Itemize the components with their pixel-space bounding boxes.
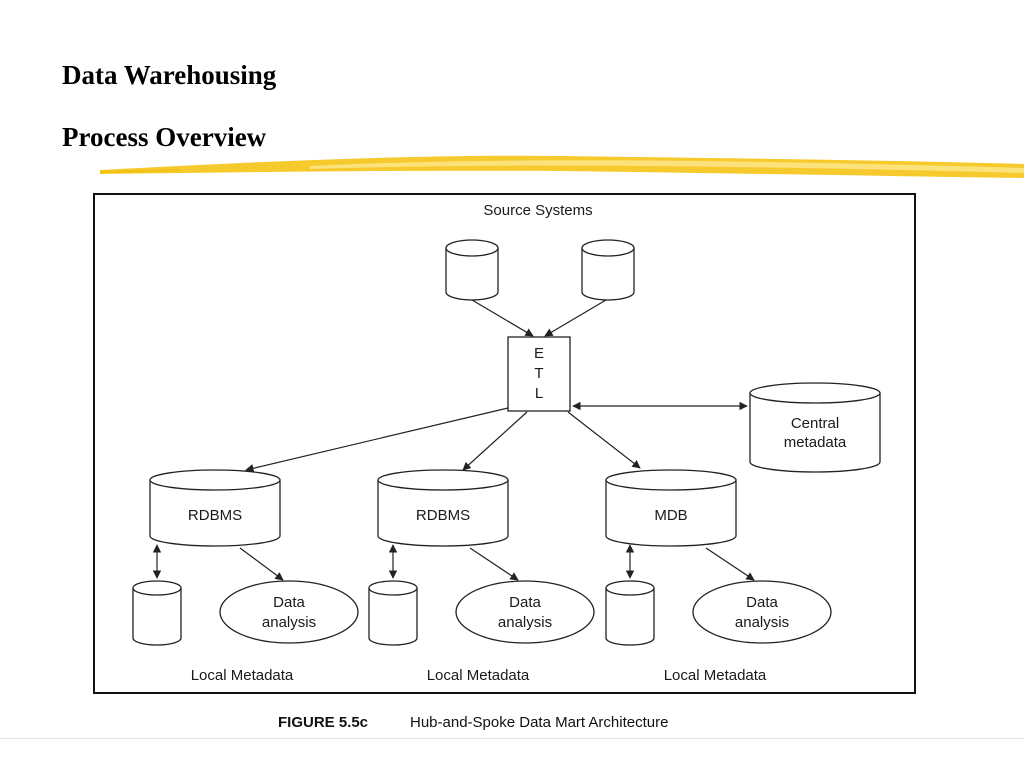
data-analysis-line1: Data [746, 594, 778, 611]
figure-caption: Hub-and-Spoke Data Mart Architecture [410, 714, 668, 731]
arrow-source-to-etl [544, 299, 607, 337]
local-metadata-cylinder [605, 580, 655, 646]
arrow-etl-to-mart [462, 411, 528, 471]
etl-letter-e: E [534, 345, 544, 362]
arrow-etl-to-mart [567, 411, 641, 469]
data-analysis-ellipse [219, 580, 359, 644]
source-db-cylinder [445, 239, 499, 301]
source-db-cylinder [581, 239, 635, 301]
highlighter-swoosh [99, 155, 1024, 178]
local-metadata-label: Local Metadata [664, 667, 767, 684]
etl-letter-t: T [534, 365, 543, 382]
local-metadata-label: Local Metadata [191, 667, 294, 684]
central-metadata-line2: metadata [784, 434, 847, 451]
data-analysis-line2: analysis [735, 614, 789, 631]
etl-box [507, 336, 571, 412]
local-metadata-cylinder [368, 580, 418, 646]
arrow-mart-to-analysis [239, 547, 284, 581]
data-mart-cylinder [377, 469, 509, 547]
source-systems-label: Source Systems [483, 202, 592, 219]
arrow-source-to-etl [471, 299, 534, 337]
data-analysis-line2: analysis [262, 614, 316, 631]
central-metadata-line1: Central [791, 415, 839, 432]
local-metadata-cylinder [132, 580, 182, 646]
etl-letter-l: L [535, 385, 543, 402]
data-mart-cylinder [605, 469, 737, 547]
arrow-etl-to-mart [245, 407, 509, 473]
data-analysis-ellipse [692, 580, 832, 644]
data-analysis-ellipse [455, 580, 595, 644]
slide-bottom-divider [0, 738, 1024, 739]
figure-number: FIGURE 5.5c [278, 714, 368, 731]
data-mart-label: MDB [654, 507, 687, 524]
data-analysis-line2: analysis [498, 614, 552, 631]
data-analysis-line1: Data [273, 594, 305, 611]
data-mart-label: RDBMS [188, 507, 242, 524]
arrow-mart-to-analysis [469, 547, 519, 581]
local-metadata-label: Local Metadata [427, 667, 530, 684]
arrow-mart-to-analysis [705, 547, 755, 581]
data-mart-label: RDBMS [416, 507, 470, 524]
diagram-frame [93, 193, 916, 694]
central-metadata-cylinder [749, 382, 881, 473]
data-mart-cylinder [149, 469, 281, 547]
data-analysis-line1: Data [509, 594, 541, 611]
slide-title: Data Warehousing [62, 60, 277, 90]
slide-subtitle: Process Overview [62, 122, 267, 152]
